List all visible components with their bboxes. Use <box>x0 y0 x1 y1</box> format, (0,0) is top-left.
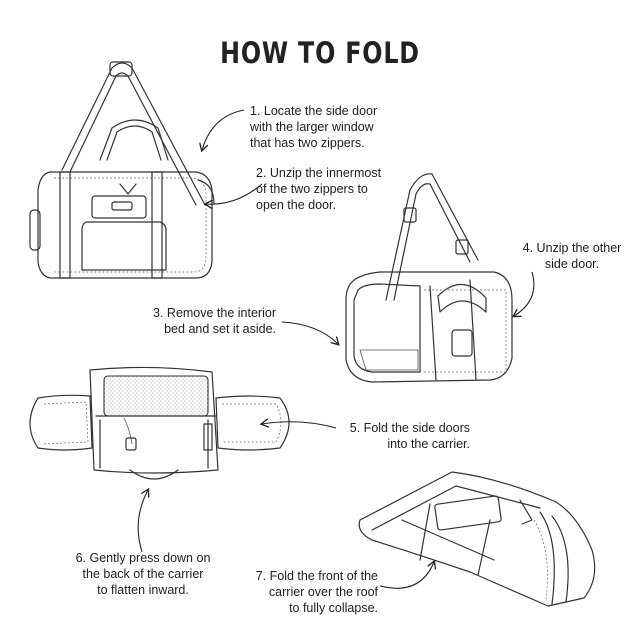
arrow-step-1 <box>202 109 245 150</box>
page-title: HOW TO FOLD <box>220 36 420 70</box>
step-2-text: 2. Unzip the innermost of the two zipper… <box>256 166 382 212</box>
carrier-collapsed-illustration <box>358 471 596 607</box>
step-4-text: 4. Unzip the other side door. <box>522 241 622 271</box>
arrow-step-6 <box>137 490 148 553</box>
carrier-closed-illustration <box>29 61 215 279</box>
carrier-open-illustration <box>345 173 513 383</box>
step-6-text: 6. Gently press down on the back of the … <box>75 551 211 597</box>
step-1-text: 1. Locate the side door with the larger … <box>250 104 378 150</box>
step-7-text: 7. Fold the front of the carrier over th… <box>255 569 378 615</box>
step-5-text: 5. Fold the side doors into the carrier. <box>349 421 470 451</box>
arrow-step-5 <box>262 422 337 429</box>
arrow-step-2 <box>206 183 263 204</box>
arrow-step-7 <box>379 562 434 589</box>
carrier-doors-open-illustration <box>29 366 290 480</box>
arrow-step-3 <box>281 321 338 344</box>
step-3-text: 3. Remove the interior bed and set it as… <box>153 306 276 336</box>
arrow-step-4 <box>514 271 535 316</box>
